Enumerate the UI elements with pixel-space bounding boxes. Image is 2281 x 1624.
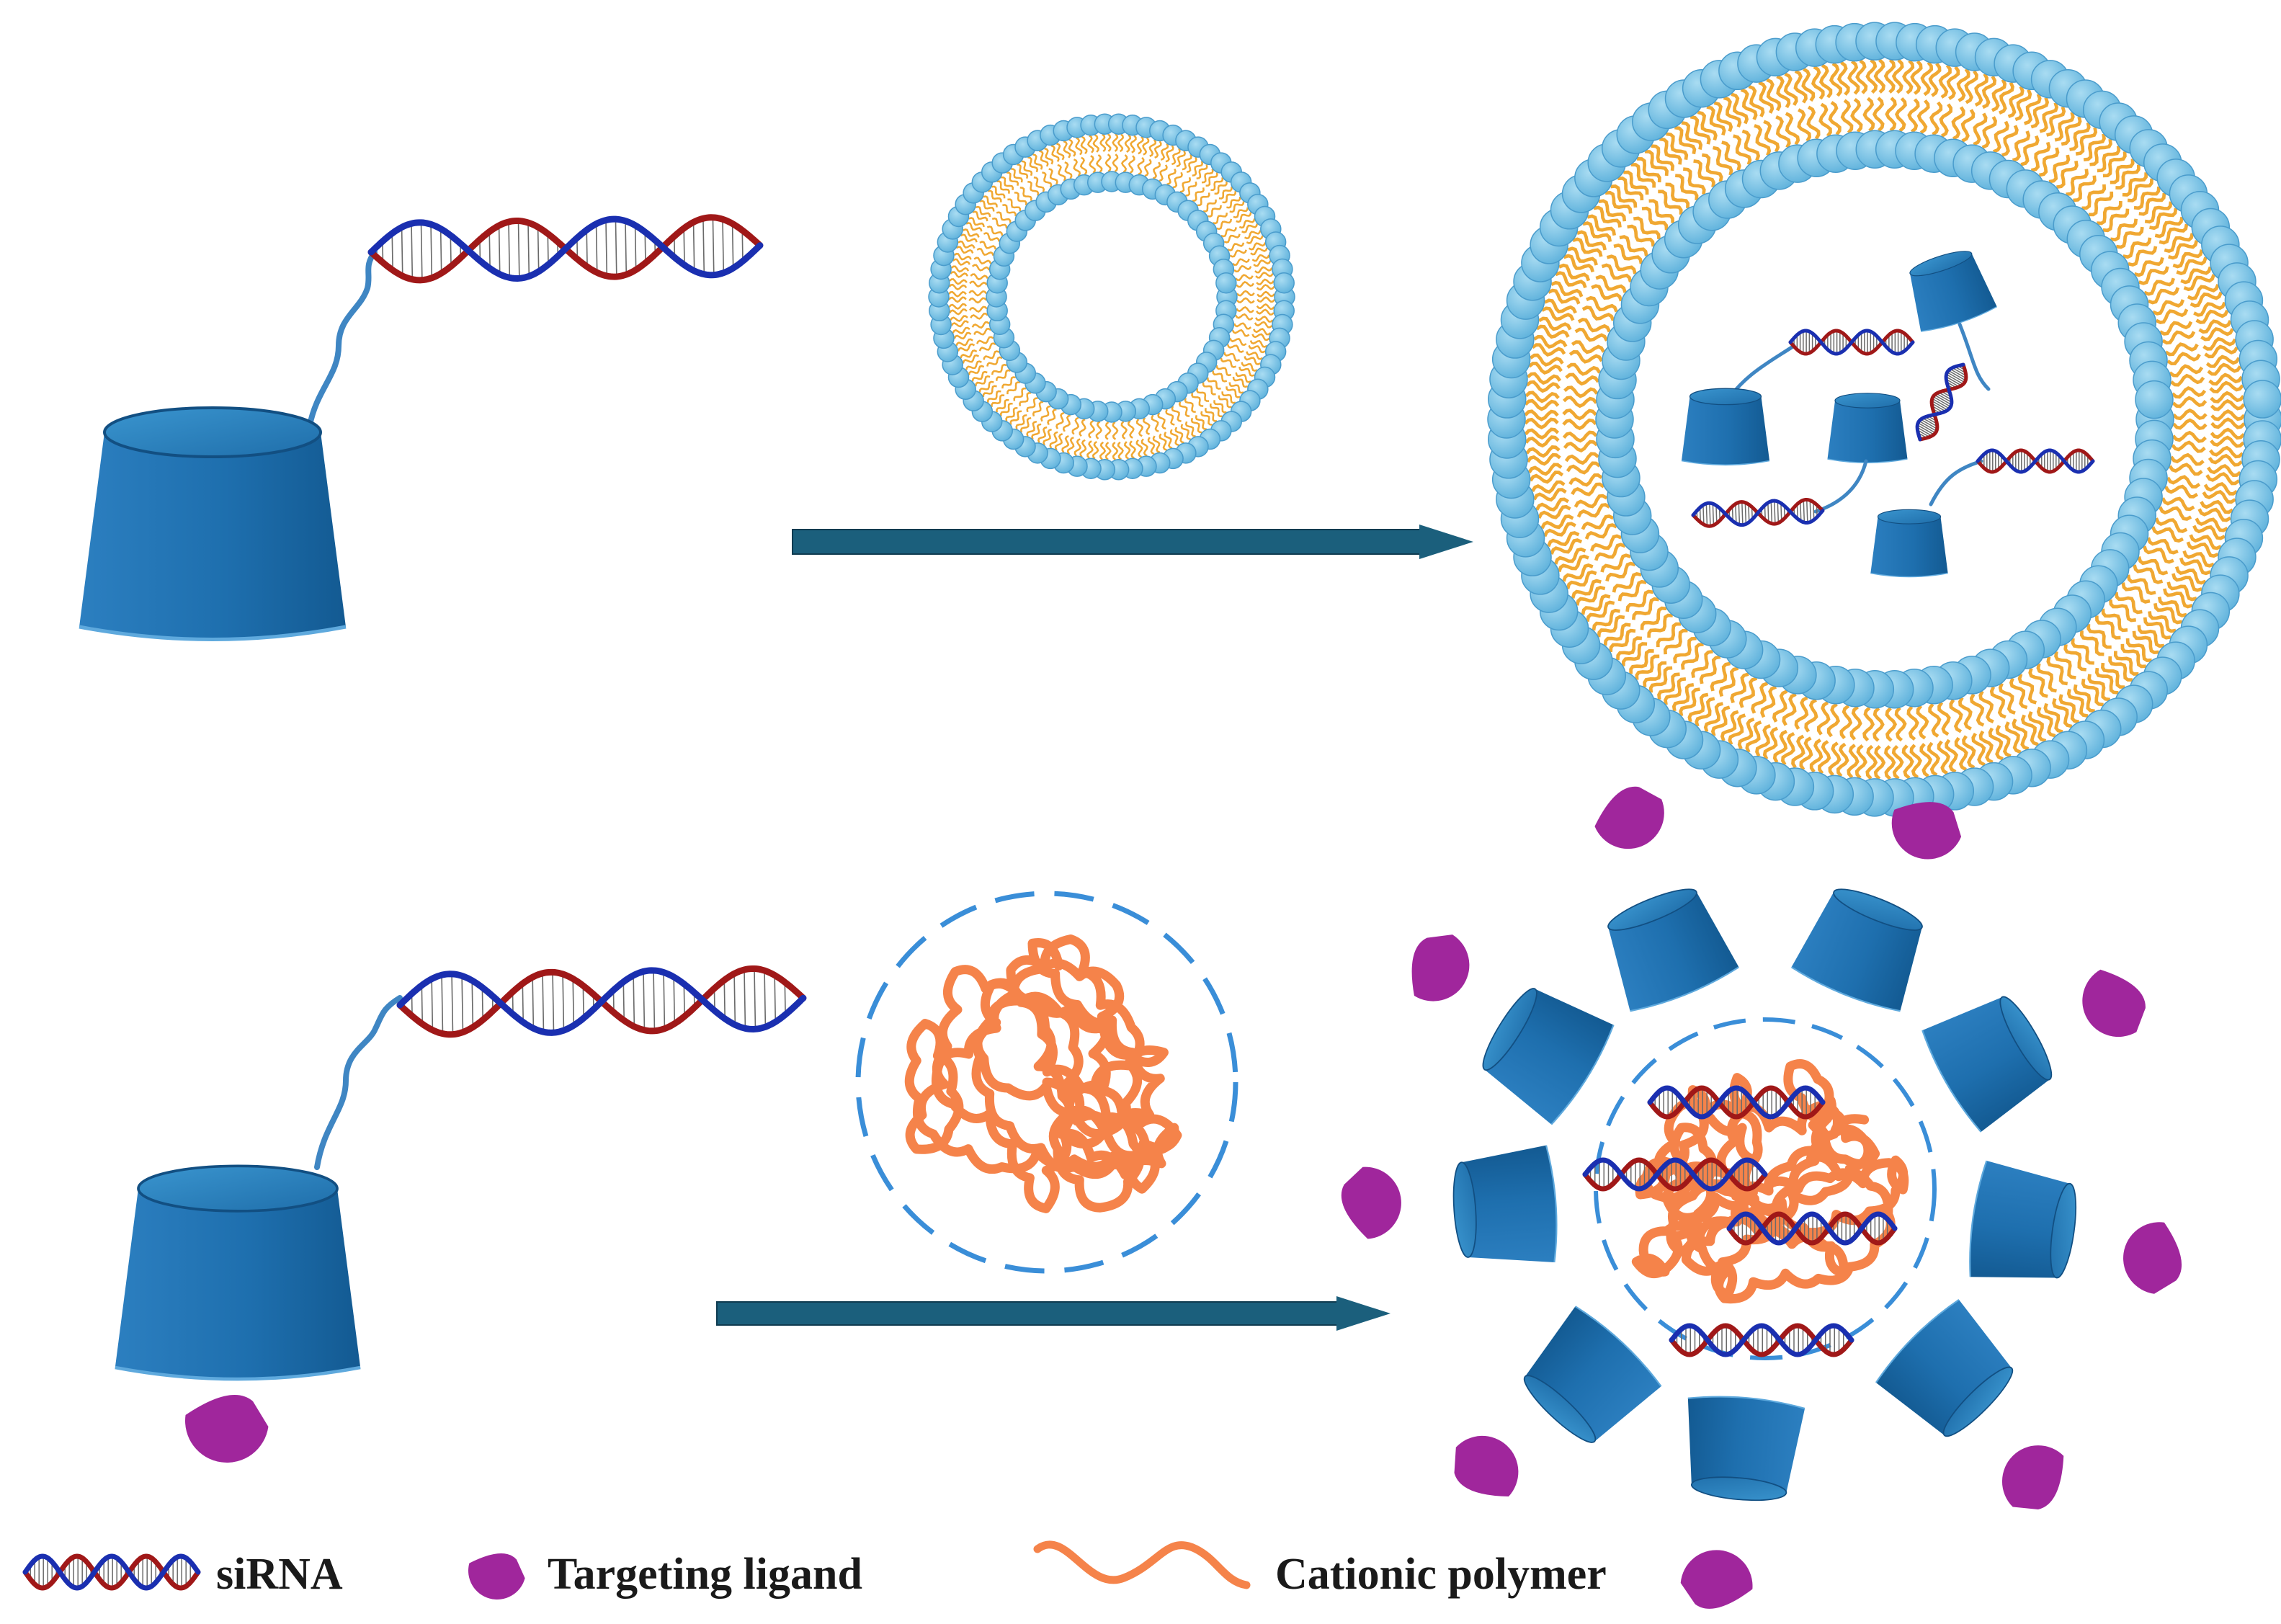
cyclodextrin-icon — [1452, 1145, 1558, 1263]
legend-sirna-label: siRNA — [216, 1550, 343, 1599]
cyclodextrin-sirna-ligand-conjugate — [115, 965, 807, 1463]
sirna-helix — [1915, 362, 1968, 442]
sirna-helix — [1976, 448, 2095, 474]
cyclodextrin-icon — [1681, 388, 1770, 466]
cyclodextrin-icon — [1687, 1396, 1805, 1502]
cyclodextrin-icon — [1875, 1298, 2014, 1437]
targeting-ligand-icon — [185, 1395, 269, 1463]
targeting-ligand-icon — [468, 1553, 525, 1600]
lipid-tails — [948, 133, 1275, 460]
cationic-polymer-coil — [855, 891, 1238, 1274]
sirna-helix — [1788, 329, 1915, 356]
targeting-ligand-icon — [1411, 934, 1470, 1001]
targeting-ligand-icon — [1341, 1166, 1401, 1239]
targeted-polyplex-nanoparticle — [1341, 786, 2182, 1609]
cyclodextrin-icon — [1921, 996, 2053, 1133]
cyclodextrin-icon — [1827, 393, 1908, 463]
targeting-ligand-icon — [1454, 1435, 1519, 1496]
cyclodextrin-icon — [1607, 888, 1740, 1012]
legend-polymer-label: Cationic polymer — [1275, 1550, 1607, 1599]
arrow-top — [792, 525, 1473, 559]
liposome-with-conjugates — [1487, 22, 2281, 817]
cyclodextrin-sirna-conjugate-top — [79, 214, 764, 641]
sirna-helix — [1691, 497, 1825, 528]
lipid-tails — [1524, 58, 2246, 780]
legend: siRNA Targeting ligand Cationic polymer — [22, 1540, 1607, 1600]
lipid-heads — [1487, 22, 2281, 817]
sirna-helix — [367, 214, 764, 284]
cyclodextrin-icon — [115, 1164, 361, 1381]
targeting-ligand-icon — [2123, 1222, 2182, 1294]
targeting-ligand-icon — [1680, 1550, 1753, 1609]
sirna-helix — [22, 1553, 201, 1591]
liposome — [928, 113, 1295, 481]
legend-ligand-label: Targeting ligand — [548, 1550, 862, 1599]
cyclodextrin-icon — [1482, 988, 1615, 1125]
sirna-helix — [1726, 1211, 1898, 1246]
targeting-ligand-icon — [2082, 969, 2146, 1037]
sirna-helix — [1582, 1157, 1768, 1192]
sirna-helix — [396, 965, 807, 1038]
sirna-helix — [1669, 1323, 1854, 1357]
half-disc-icon — [468, 1553, 525, 1600]
targeting-ligand-icon — [1594, 786, 1664, 849]
targeting-ligand-icon — [1891, 802, 1962, 860]
targeting-ligand-icon — [2001, 1445, 2064, 1509]
double-helix-icon — [22, 1553, 201, 1591]
lipid-heads — [928, 113, 1295, 481]
cyclodextrin-icon — [1909, 251, 1998, 332]
arrow-bottom — [716, 1296, 1391, 1331]
cyclodextrin-icon — [1790, 888, 1923, 1012]
encapsulated-conjugates — [1681, 251, 2095, 578]
cyclodextrin-icon — [1870, 509, 1948, 578]
cyclodextrin-icon — [79, 406, 347, 641]
sirna-helix — [1647, 1085, 1826, 1120]
cyclodextrin-icon — [1523, 1306, 1662, 1443]
cyclodextrin-icon — [1969, 1160, 2077, 1279]
wavy-line-icon — [1033, 1540, 1251, 1589]
